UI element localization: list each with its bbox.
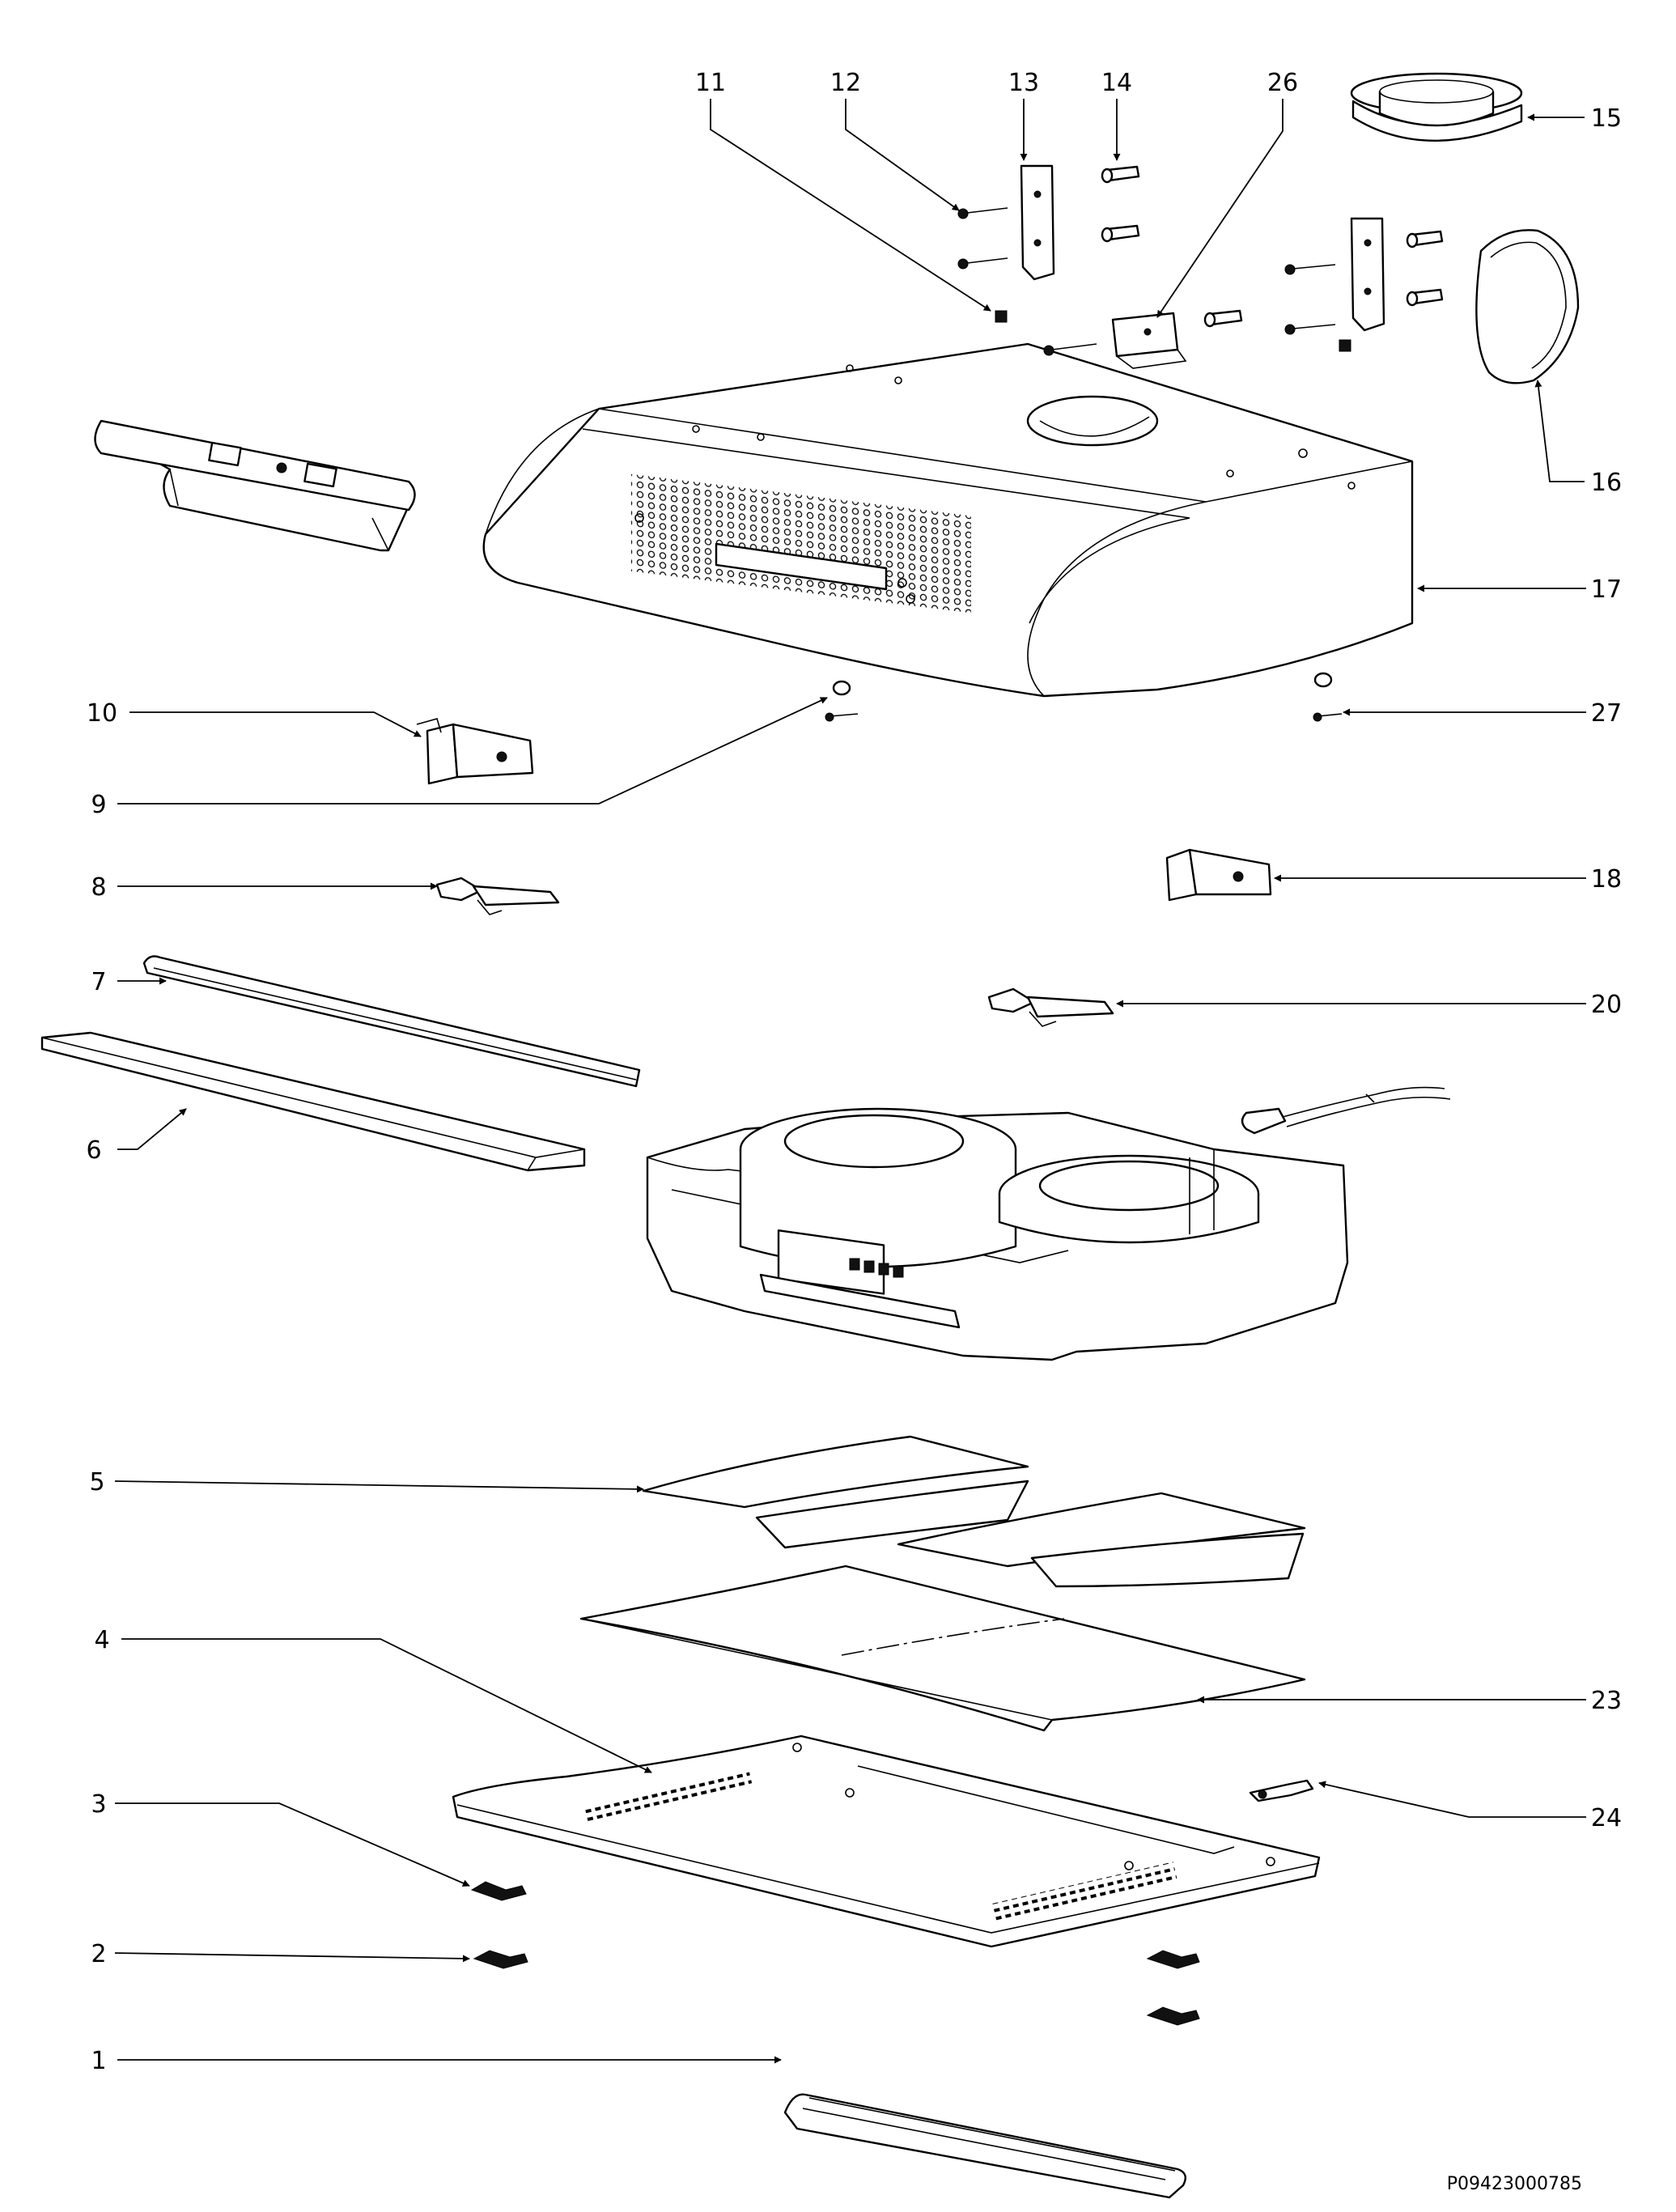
callout-23: 23 bbox=[1591, 1687, 1622, 1715]
glass-panel-6 bbox=[40, 1031, 586, 1172]
callout-15: 15 bbox=[1591, 104, 1622, 133]
callout-24: 24 bbox=[1591, 1804, 1622, 1832]
latch-8 bbox=[435, 877, 560, 915]
callout-17: 17 bbox=[1591, 575, 1622, 604]
screws-14 bbox=[1101, 165, 1444, 328]
callout-5: 5 bbox=[89, 1468, 104, 1497]
grease-filters-5 bbox=[642, 1435, 1306, 1588]
callout-labels: 1 2 3 4 5 6 7 8 9 10 11 12 13 14 15 16 1… bbox=[86, 69, 1622, 2075]
control-panel bbox=[94, 419, 416, 552]
document-code: P09423000785 bbox=[1447, 2174, 1582, 2194]
light-diffuser-1 bbox=[783, 2093, 1186, 2199]
terminal-block bbox=[849, 1258, 904, 1278]
hood-body-17 bbox=[482, 342, 1414, 698]
callout-4: 4 bbox=[94, 1626, 109, 1654]
metal-sheet-23 bbox=[579, 1565, 1306, 1732]
leader-lines bbox=[114, 99, 1586, 2064]
callout-12: 12 bbox=[830, 69, 861, 97]
motor-housing bbox=[646, 1086, 1451, 1361]
duct-collar-15 bbox=[1350, 72, 1523, 142]
callout-3: 3 bbox=[91, 1790, 106, 1819]
callout-9: 9 bbox=[91, 791, 106, 819]
hinge-10 bbox=[416, 718, 534, 785]
hinge-18 bbox=[1165, 848, 1272, 902]
callout-7: 7 bbox=[91, 968, 106, 996]
callout-10: 10 bbox=[87, 699, 117, 728]
front-panel-4 bbox=[452, 1734, 1321, 1948]
callout-14: 14 bbox=[1101, 69, 1132, 97]
callout-16: 16 bbox=[1591, 469, 1622, 497]
fixing-screws bbox=[825, 672, 1343, 722]
callout-11: 11 bbox=[695, 69, 726, 97]
mounting-hardware bbox=[957, 72, 1580, 384]
callout-2: 2 bbox=[91, 1940, 106, 1968]
power-plug bbox=[1241, 1086, 1451, 1135]
callout-8: 8 bbox=[91, 873, 106, 902]
callout-18: 18 bbox=[1591, 865, 1622, 894]
anti-return-flap-16 bbox=[1475, 229, 1580, 384]
callout-20: 20 bbox=[1591, 991, 1622, 1019]
screws-12 bbox=[957, 207, 1008, 270]
clips-2-3 bbox=[470, 1881, 1200, 2026]
callout-6: 6 bbox=[86, 1136, 101, 1165]
trim-profile-7 bbox=[142, 955, 641, 1088]
latch-20 bbox=[987, 987, 1114, 1027]
callout-1: 1 bbox=[91, 2047, 106, 2075]
callout-26: 26 bbox=[1267, 69, 1298, 97]
callout-13: 13 bbox=[1008, 69, 1039, 97]
clip-24 bbox=[1249, 1779, 1314, 1802]
callout-27: 27 bbox=[1591, 699, 1622, 728]
